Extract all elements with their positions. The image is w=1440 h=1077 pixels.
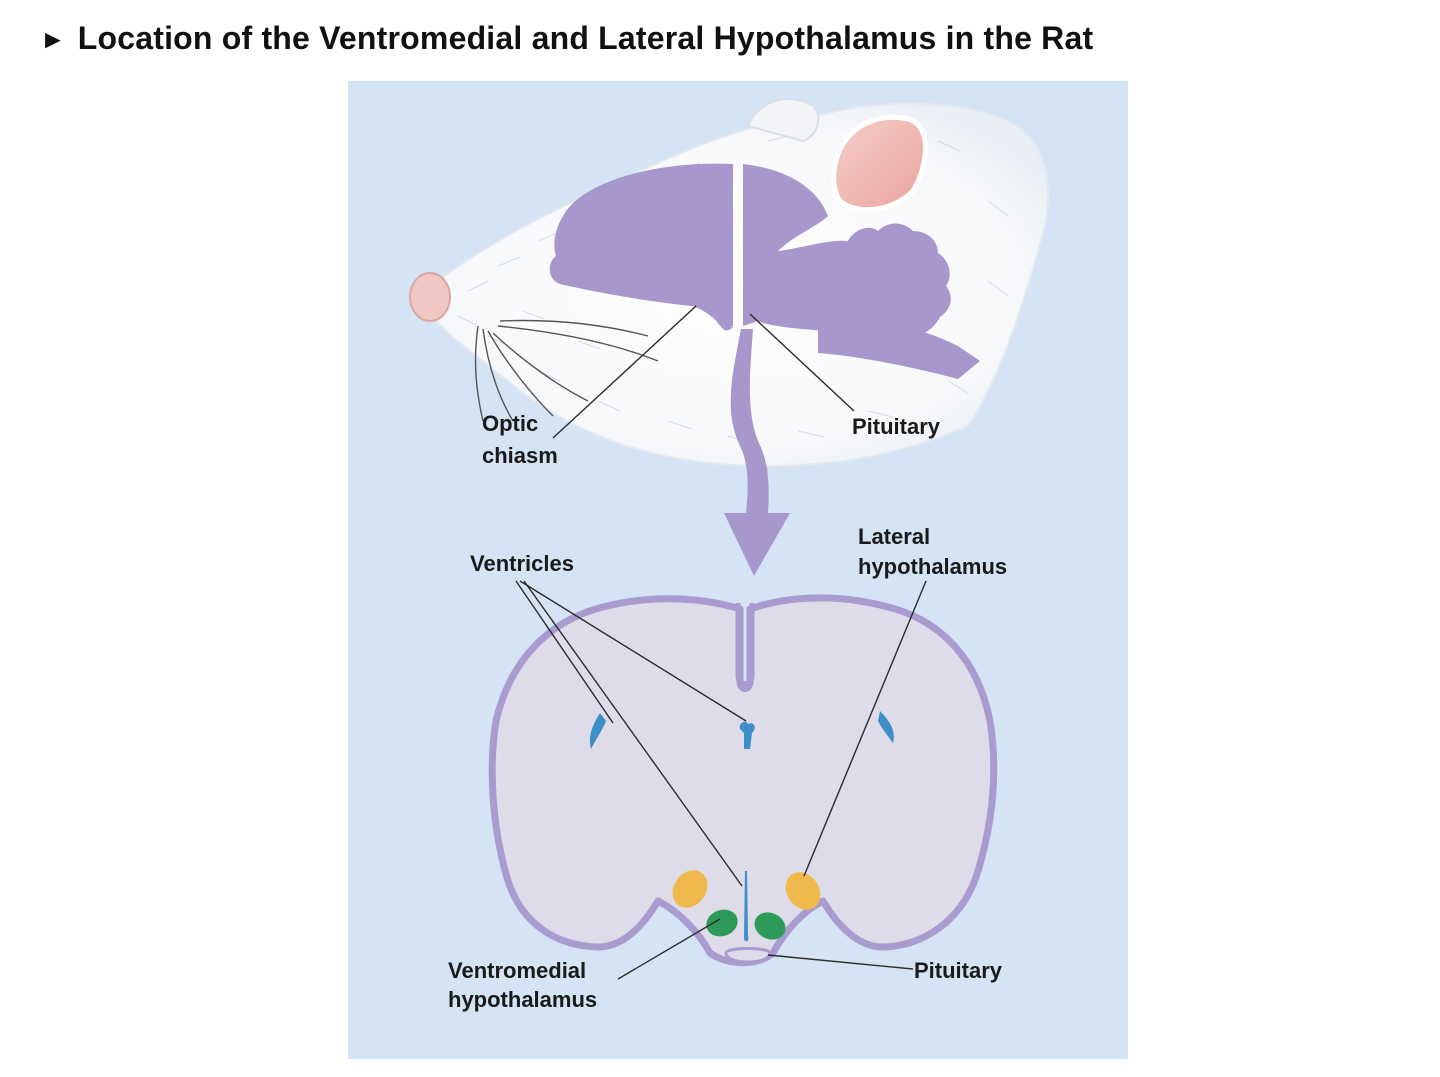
label-pituitary-bottom: Pituitary bbox=[914, 958, 1003, 983]
leader-pituitary-bottom bbox=[767, 954, 914, 970]
leader-ventromedial-hypothalamus bbox=[617, 918, 721, 980]
right-lateral-ventricle bbox=[878, 711, 894, 743]
third-ventricle-upper bbox=[739, 721, 755, 749]
label-ventromedial-hypothalamus-line1: Ventromedial bbox=[448, 958, 586, 983]
diagram-panel: Optic chiasm Pituitary Ventricles Latera… bbox=[348, 81, 1128, 1059]
label-ventromedial-hypothalamus-line2: hypothalamus bbox=[448, 987, 597, 1012]
rat-ear-back bbox=[746, 97, 820, 143]
left-lateral-ventricle bbox=[590, 713, 606, 749]
forebrain bbox=[549, 163, 733, 326]
third-ventricle-lower bbox=[743, 871, 749, 942]
hindbrain-cerebellum bbox=[743, 164, 951, 341]
brain-coronal-section bbox=[488, 594, 998, 967]
lateral-hypothalamus-left bbox=[672, 870, 708, 908]
page-title: Location of the Ventromedial and Lateral… bbox=[77, 20, 1094, 56]
pituitary-section bbox=[724, 947, 772, 964]
label-ventricles: Ventricles bbox=[470, 551, 574, 576]
triangle-bullet-icon: ► bbox=[40, 23, 66, 54]
label-optic-chiasm-line2: chiasm bbox=[482, 443, 558, 468]
leader-ventricles-left bbox=[515, 580, 614, 724]
leader-ventricles-lower bbox=[523, 580, 743, 887]
label-optic-chiasm-line1: Optic bbox=[482, 411, 538, 436]
figure-title: ► Location of the Ventromedial and Later… bbox=[40, 20, 1093, 57]
label-pituitary-top: Pituitary bbox=[852, 414, 941, 439]
coronal-outline bbox=[488, 594, 998, 967]
label-lateral-hypothalamus-line1: Lateral bbox=[858, 524, 930, 549]
leader-lateral-hypothalamus bbox=[803, 580, 927, 877]
leader-lines bbox=[515, 305, 927, 980]
downward-arrow bbox=[724, 329, 790, 576]
rat-whiskers bbox=[474, 319, 659, 422]
ventromedial-hypothalamus-right bbox=[754, 912, 786, 940]
diagram-svg: Optic chiasm Pituitary Ventricles Latera… bbox=[348, 81, 1128, 1059]
rat-nose bbox=[409, 272, 451, 322]
leader-pituitary-top bbox=[749, 313, 855, 412]
lateral-hypothalamus-right bbox=[785, 872, 821, 910]
brain-sagittal bbox=[549, 163, 980, 379]
ventromedial-hypothalamus-left bbox=[706, 909, 738, 937]
label-lateral-hypothalamus-line2: hypothalamus bbox=[858, 554, 1007, 579]
midline-fissure bbox=[735, 603, 755, 686]
leader-optic-chiasm bbox=[552, 305, 697, 439]
rat-ear bbox=[831, 114, 928, 213]
hypothalamus-bump bbox=[720, 321, 733, 331]
leader-ventricles-mid bbox=[519, 580, 747, 722]
